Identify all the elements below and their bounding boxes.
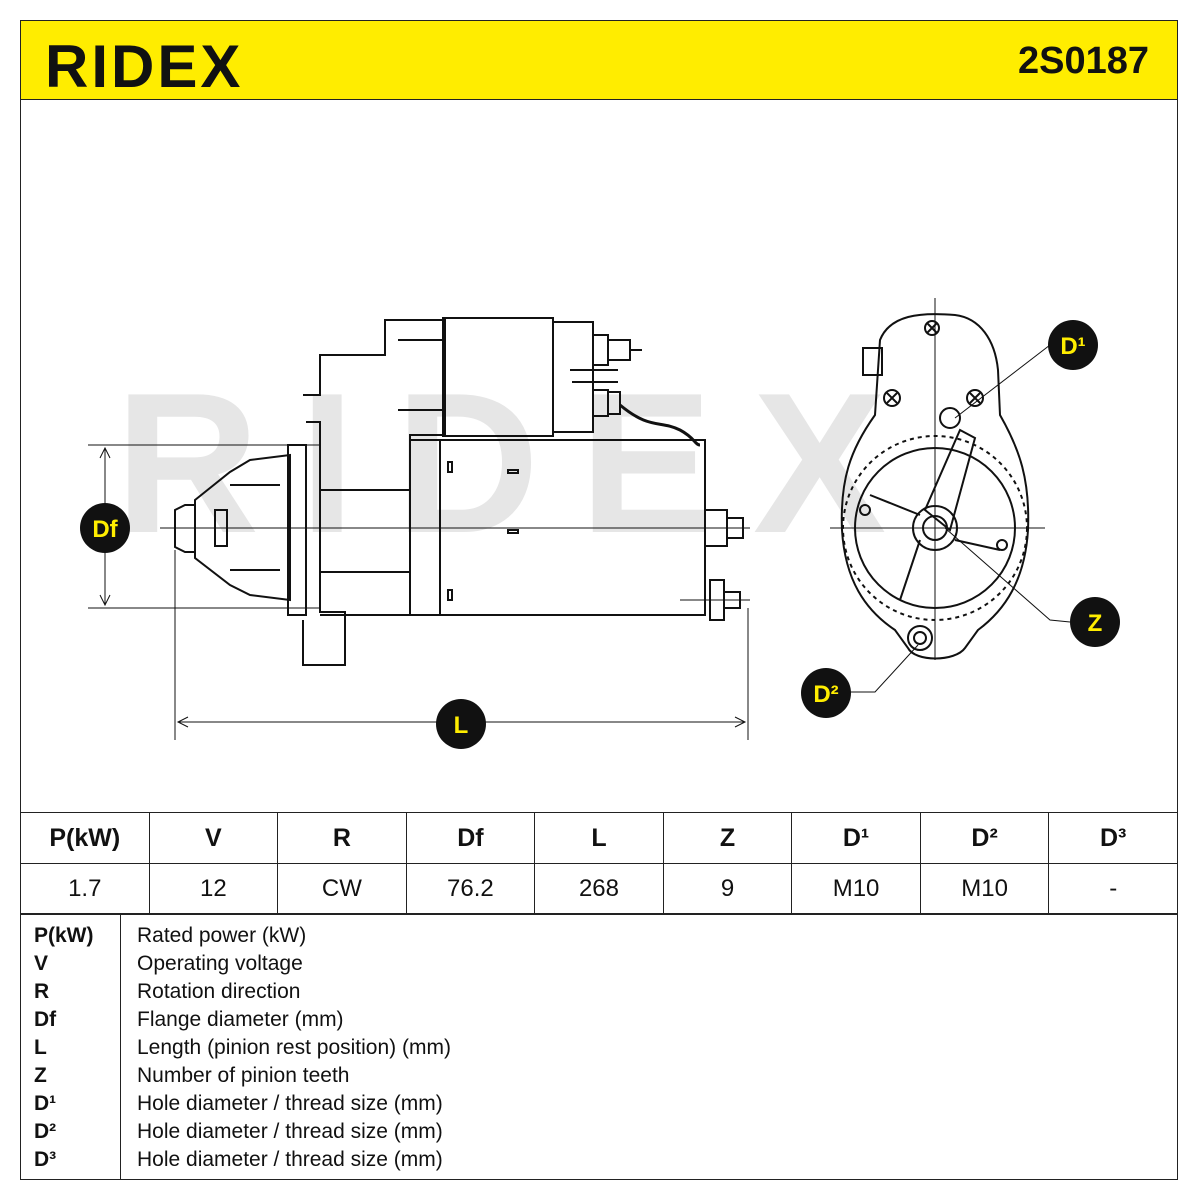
spec-header: V <box>148 812 279 864</box>
legend-divider <box>120 914 121 1179</box>
legend-item: D² Hole diameter / thread size (mm) <box>21 1118 1179 1146</box>
header-bar: RIDEX 2S0187 <box>20 20 1178 100</box>
spec-header: Df <box>405 812 536 864</box>
side-view <box>160 317 750 666</box>
d1-callout: D¹ <box>1048 320 1098 370</box>
spec-table: P(kW) V R Df L Z D¹ D² D³ 1.7 12 CW 76.2… <box>20 812 1178 915</box>
spec-header: L <box>534 812 664 864</box>
legend-key: D³ <box>34 1148 57 1171</box>
starter-motor-drawing: RIDEX <box>80 298 1120 749</box>
legend-desc: Number of pinion teeth <box>137 1064 350 1087</box>
spec-header: D¹ <box>791 812 921 864</box>
legend-item: Z Number of pinion teeth <box>21 1062 1179 1090</box>
spec-header: D³ <box>1048 812 1178 864</box>
spec-value-row: 1.7 12 CW 76.2 268 9 M10 M10 - <box>20 863 1178 915</box>
spec-value: 268 <box>534 863 664 915</box>
legend-desc: Rated power (kW) <box>137 924 307 947</box>
spec-header-row: P(kW) V R Df L Z D¹ D² D³ <box>20 812 1178 864</box>
legend-item: D¹ Hole diameter / thread size (mm) <box>21 1090 1179 1118</box>
legend-box: P(kW) Rated power (kW) V Operating volta… <box>20 913 1178 1180</box>
legend-desc: Hole diameter / thread size (mm) <box>137 1148 443 1171</box>
legend-item: R Rotation direction <box>21 978 1179 1006</box>
brand-logo: RIDEX <box>45 23 285 100</box>
brand-name: RIDEX <box>45 33 244 100</box>
d2-callout: D² <box>801 668 851 718</box>
spec-header: P(kW) <box>20 812 150 864</box>
legend-key: Z <box>34 1064 47 1087</box>
legend-desc: Rotation direction <box>137 980 301 1003</box>
legend-key: P(kW) <box>34 924 94 947</box>
spec-header: R <box>277 812 407 864</box>
d1-leader <box>954 344 1051 419</box>
df-label: Df <box>92 516 118 543</box>
legend-item: Df Flange diameter (mm) <box>21 1006 1179 1034</box>
legend-key: R <box>34 980 50 1003</box>
l-callout: L <box>436 699 486 749</box>
spec-value: M10 <box>919 863 1050 915</box>
spec-header: Z <box>662 812 793 864</box>
spec-value: 1.7 <box>20 863 150 915</box>
spec-value: 9 <box>662 863 793 915</box>
df-dimension <box>88 444 320 609</box>
z-label: Z <box>1088 610 1103 637</box>
spec-value: CW <box>277 863 407 915</box>
d2-leader <box>850 644 919 693</box>
legend-item: D³ Hole diameter / thread size (mm) <box>21 1146 1179 1174</box>
legend-key: V <box>34 952 49 975</box>
spec-value: 76.2 <box>405 863 536 915</box>
legend-desc: Hole diameter / thread size (mm) <box>137 1120 443 1143</box>
legend-desc: Hole diameter / thread size (mm) <box>137 1092 443 1115</box>
legend-key: D¹ <box>34 1092 57 1115</box>
z-leader <box>944 527 1071 623</box>
d2-label: D² <box>813 681 838 708</box>
technical-drawing: RIDEX <box>20 100 1178 812</box>
legend-desc: Flange diameter (mm) <box>137 1008 344 1031</box>
spec-value: - <box>1048 863 1178 915</box>
spec-value: 12 <box>148 863 279 915</box>
legend-key: L <box>34 1036 47 1059</box>
legend-key: Df <box>34 1008 57 1031</box>
d1-label: D¹ <box>1060 333 1085 360</box>
end-view <box>830 298 1045 660</box>
df-callout: Df <box>80 503 130 553</box>
l-label: L <box>454 712 469 739</box>
legend-item: P(kW) Rated power (kW) <box>21 922 1179 950</box>
spec-header: D² <box>919 812 1050 864</box>
legend-key: D² <box>34 1120 57 1143</box>
legend-desc: Operating voltage <box>137 952 303 975</box>
legend-desc: Length (pinion rest position) (mm) <box>137 1036 451 1059</box>
legend-item: V Operating voltage <box>21 950 1179 978</box>
watermark-text: RIDEX <box>115 352 926 575</box>
z-callout: Z <box>1070 597 1120 647</box>
legend-item: L Length (pinion rest position) (mm) <box>21 1034 1179 1062</box>
spec-value: M10 <box>791 863 921 915</box>
part-number: 2S0187 <box>1017 40 1149 82</box>
